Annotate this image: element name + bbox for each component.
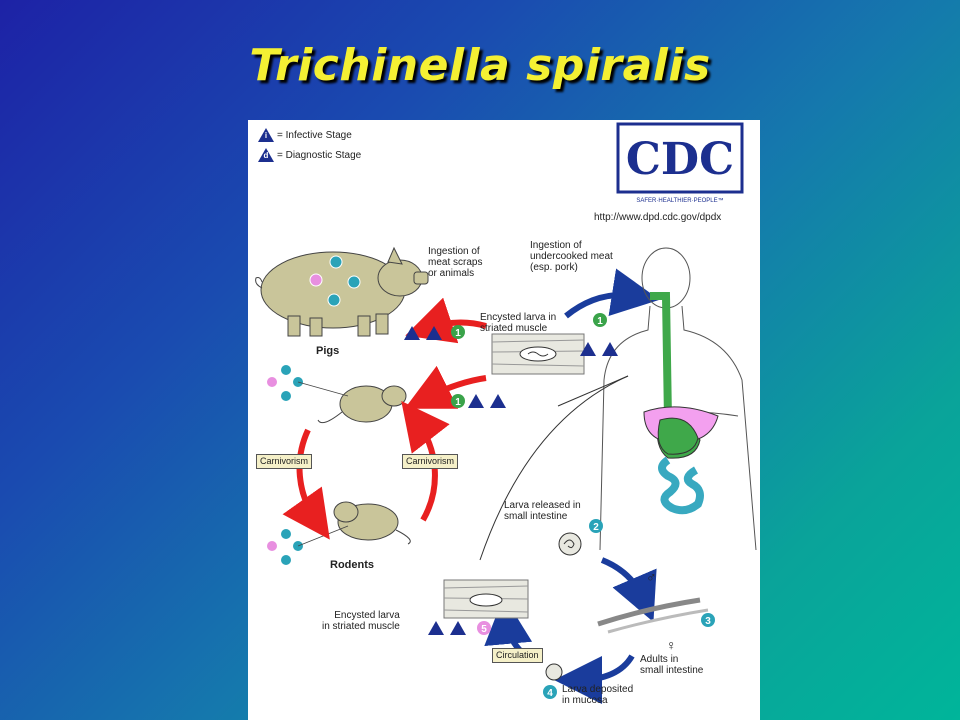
muscle-tissue-top xyxy=(491,333,585,375)
label-ingestion-meat: Ingestion of undercooked meat (esp. pork… xyxy=(530,240,613,273)
to-mucosa-arrow xyxy=(554,654,635,704)
cdc-logo: CDC SAFER·HEALTHIER·PEOPLE™ xyxy=(616,122,744,206)
label-circulation: Circulation xyxy=(492,648,543,663)
pig-illustration xyxy=(255,246,429,337)
life-cycle-figure: 1 1 1 2 3 4 5 i = Infective Stage d = Di… xyxy=(248,120,760,720)
connector-line xyxy=(479,375,629,561)
muscle-tissue-bottom xyxy=(443,579,529,619)
released-larva xyxy=(558,532,582,556)
stage-markers: 1 1 1 2 3 4 5 xyxy=(451,313,715,699)
stage-3-num: 3 xyxy=(705,616,711,627)
diagnostic-triangle-icon: d xyxy=(258,148,274,162)
infective-triangle-icon: i xyxy=(258,128,274,142)
label-encysted-top: Encysted larva in striated muscle xyxy=(480,312,557,334)
adult-worms xyxy=(597,597,709,634)
stage-3 xyxy=(701,613,715,627)
human-ingestion-arrow xyxy=(564,268,660,319)
label-encysted-bottom: Encysted larva in striated muscle xyxy=(322,610,400,632)
label-female-symbol: ♀ xyxy=(666,637,677,653)
cdc-logo-text: CDC xyxy=(626,134,734,185)
stage-5-num: 5 xyxy=(481,624,487,635)
carnivorism-arrow-right xyxy=(401,401,450,522)
rodent-to-muscle-arrow xyxy=(404,365,487,409)
stage-4-num: 4 xyxy=(547,688,553,699)
label-carnivorism-left: Carnivorism xyxy=(256,454,313,469)
rodent-upper-illustration xyxy=(267,365,407,424)
cdc-logo-graphic: CDC SAFER·HEALTHIER·PEOPLE™ xyxy=(616,122,744,204)
legend-infective: i = Infective Stage xyxy=(258,128,352,142)
label-carnivorism-right: Carnivorism xyxy=(402,454,459,469)
slide-title: Trichinella spiralis xyxy=(249,40,711,91)
stage-5 xyxy=(477,621,491,635)
label-ingestion-scraps: Ingestion of meat scraps or animals xyxy=(428,246,483,279)
pig-ingestion-arrow xyxy=(405,297,487,344)
stage-2-num: 2 xyxy=(593,522,599,533)
stage-1-rodent xyxy=(451,394,465,408)
life-cycle-drawing: 1 1 1 2 3 4 5 xyxy=(255,246,757,704)
label-larva-deposited: Larva deposited in mucosa xyxy=(562,684,634,706)
deposited-larva xyxy=(545,663,563,681)
stage-1-rodent-num: 1 xyxy=(455,397,461,408)
stage-1-pig-num: 1 xyxy=(455,328,461,339)
legend-diagnostic-text: = Diagnostic Stage xyxy=(277,149,362,161)
human-illustration xyxy=(599,247,757,551)
stage-4 xyxy=(543,685,557,699)
cdc-tagline: SAFER·HEALTHIER·PEOPLE™ xyxy=(636,197,723,204)
legend-infective-text: = Infective Stage xyxy=(277,129,352,141)
cdc-url[interactable]: http://www.dpd.cdc.gov/dpdx xyxy=(594,212,722,223)
label-male-symbol: ♂ xyxy=(646,569,657,585)
to-adults-arrow xyxy=(600,557,657,623)
label-larva-released: Larva released in small intestine xyxy=(504,500,581,522)
stage-triangles xyxy=(404,326,618,635)
label-adults: Adults in small intestine xyxy=(640,654,704,676)
label-pigs: Pigs xyxy=(316,345,340,357)
stage-1-human-num: 1 xyxy=(597,316,603,327)
legend-diagnostic: d = Diagnostic Stage xyxy=(258,148,361,162)
stage-1-pig xyxy=(451,325,465,339)
stage-1-human xyxy=(593,313,607,327)
stage-2 xyxy=(589,519,603,533)
rodent-lower-illustration xyxy=(267,501,411,565)
label-rodents: Rodents xyxy=(330,559,374,571)
carnivorism-arrow-left xyxy=(282,428,330,540)
